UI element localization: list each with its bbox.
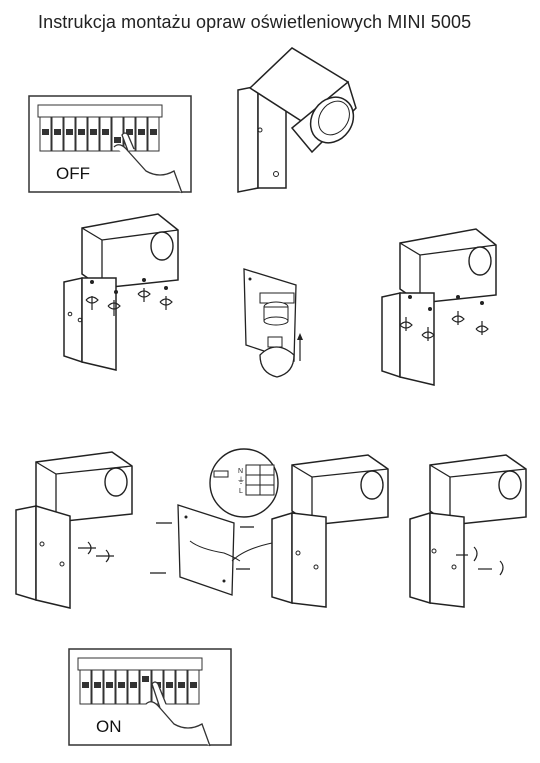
socket-bulb-figure <box>243 268 303 378</box>
fixture-tilted-figure <box>237 47 357 193</box>
fixture-reassembly-figure <box>381 228 497 386</box>
fixture-screws-figure <box>63 213 179 371</box>
page-title: Instrukcja montażu opraw oświetleniowych… <box>38 12 472 32</box>
off-label: OFF <box>56 164 90 183</box>
fixture-back-removal-figure <box>15 451 133 609</box>
terminal-n-label: N <box>238 468 243 475</box>
fixture-mounted-figure <box>271 454 389 608</box>
breaker-panel-on-figure: ON <box>68 648 232 747</box>
breaker-panel-off-figure: OFF <box>28 95 192 194</box>
on-label: ON <box>96 717 122 736</box>
terminal-l-label: L <box>239 488 243 495</box>
wall-plate-wiring-figure: N ⏚ L <box>150 448 279 596</box>
terminal-ground-label: ⏚ <box>237 476 245 485</box>
fixture-tighten-figure <box>409 454 527 608</box>
